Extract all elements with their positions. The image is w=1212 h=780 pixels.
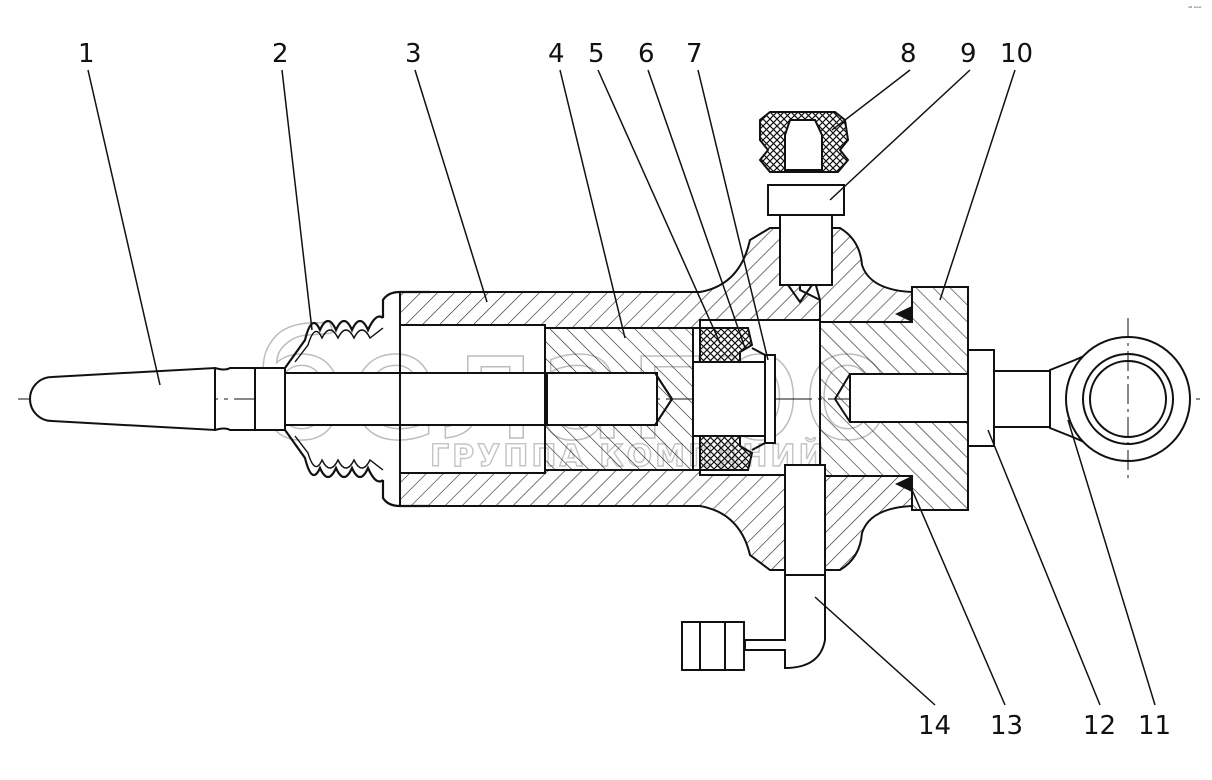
callout-13: 13 (990, 711, 1023, 741)
piston-seals (692, 327, 776, 471)
inlet-elbow (681, 464, 826, 671)
callout-labels: 1 2 3 4 5 6 7 8 9 10 11 12 13 14 (78, 39, 1171, 741)
o-rings (895, 306, 912, 492)
callout-2: 2 (272, 39, 289, 69)
cylinder-body (399, 227, 913, 571)
callout-7: 7 (686, 39, 703, 69)
end-cap (819, 286, 971, 511)
callout-14: 14 (918, 711, 951, 741)
leader-lines (87, 69, 1156, 706)
corner-mark: ᵃᴮ ʷʷʷ (1188, 6, 1202, 12)
callout-12: 12 (1083, 711, 1116, 741)
piston (544, 327, 694, 471)
adjusting-rod (967, 349, 1053, 447)
callout-8: 8 (900, 39, 917, 69)
pushrod (29, 366, 674, 432)
rod-eye (1049, 318, 1191, 480)
callout-1: 1 (78, 39, 95, 69)
callout-9: 9 (960, 39, 977, 69)
callout-11: 11 (1138, 711, 1171, 741)
callout-10: 10 (1000, 39, 1033, 69)
callout-5: 5 (588, 39, 605, 69)
callout-6: 6 (638, 39, 655, 69)
callout-3: 3 (405, 39, 422, 69)
bleed-valve (758, 111, 850, 304)
callout-4: 4 (548, 39, 565, 69)
